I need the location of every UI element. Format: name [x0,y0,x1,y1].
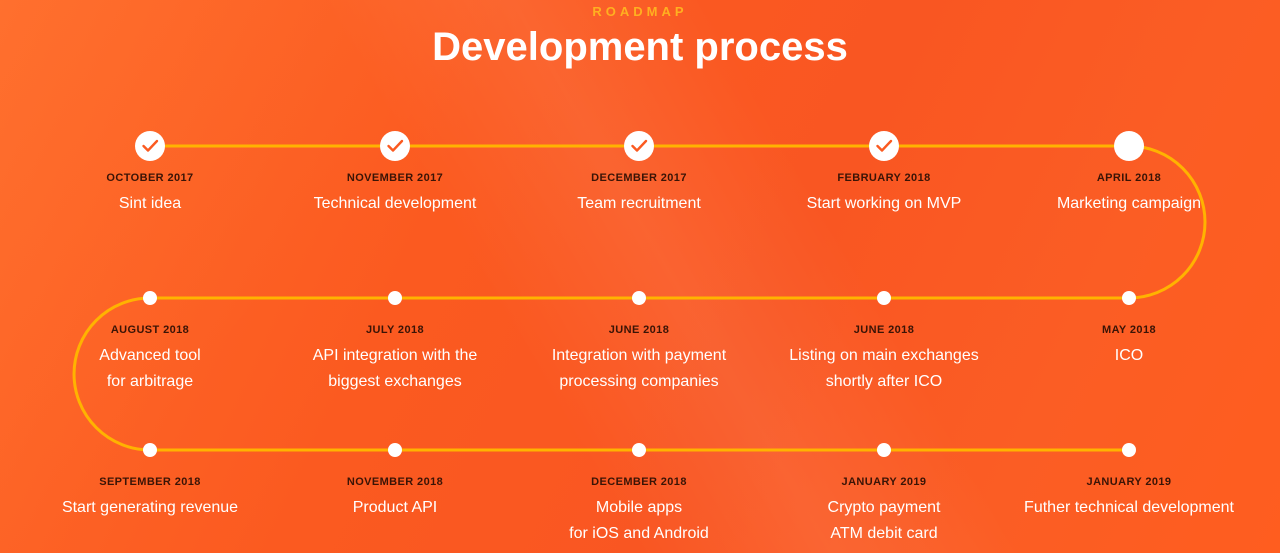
milestone-title: Product API [352,499,438,516]
milestone-dot [877,443,891,457]
milestone-dot-small [1122,291,1136,305]
milestone-dot [1122,291,1136,305]
milestone-dot [380,131,410,161]
check-icon [631,139,648,152]
milestone-dot-small [632,291,646,305]
check-icon [387,139,404,152]
milestone-date: MAY 2018 [1102,324,1156,336]
milestone-dot [632,291,646,305]
check-icon [142,139,159,152]
milestone-dot [143,443,157,457]
milestone-dot [388,291,402,305]
check-icon [876,139,893,152]
milestone-dot [869,131,899,161]
milestone-dot [877,291,891,305]
milestone-date: JULY 2018 [365,324,425,336]
page-title: Development process [432,25,848,69]
milestone-subtitle: for arbitrage [106,373,194,390]
milestone-date: AUGUST 2018 [110,324,190,336]
roadmap-eyebrow: ROADMAP [592,4,688,19]
milestone-dot-large [1114,131,1144,161]
milestone-dot [135,131,165,161]
milestone-date: APRIL 2018 [1096,172,1162,184]
milestone-title: Listing on main exchanges [789,347,979,364]
milestone-subtitle: for iOS and Android [569,525,709,542]
milestone-title: Start generating revenue [61,499,239,516]
milestone-dot-small [143,443,157,457]
milestone-title: Marketing campaign [1056,195,1202,212]
milestone-title: API integration with the [312,347,478,364]
milestone-title: Technical development [313,195,477,212]
milestone-dot-small [877,291,891,305]
milestone-dot-small [1122,443,1136,457]
milestone-dot-small [143,291,157,305]
milestone-title: Integration with payment [551,347,727,364]
milestone-date: NOVEMBER 2017 [346,172,444,184]
milestone-date: FEBRUARY 2018 [837,172,931,184]
milestone-title: Futher technical development [1024,499,1234,516]
milestone-title: Sint idea [118,195,182,212]
milestone-date: OCTOBER 2017 [106,172,194,184]
milestone-dot [388,443,402,457]
milestone-title: Start working on MVP [806,195,962,212]
milestone-dot [632,443,646,457]
milestone-date: JANUARY 2019 [841,476,927,488]
milestone-date: JANUARY 2019 [1086,476,1172,488]
milestone-date: JUNE 2018 [608,324,670,336]
milestone-dots [135,131,1144,457]
milestone-title: Team recruitment [577,195,701,212]
milestone-dot [1114,131,1144,161]
milestone-subtitle: biggest exchanges [328,373,462,390]
milestone-title: ICO [1114,347,1144,364]
milestone-subtitle: processing companies [559,373,719,390]
milestone-dot-small [632,443,646,457]
milestone-date: NOVEMBER 2018 [346,476,444,488]
milestone-title: Advanced tool [99,347,201,364]
milestone-subtitle: ATM debit card [830,525,938,542]
milestone-dot-large [135,131,165,161]
milestone-title: Mobile apps [595,499,683,516]
milestone-dot-small [388,291,402,305]
milestone-dot-small [877,443,891,457]
milestone-dot [1122,443,1136,457]
milestone-dot [143,291,157,305]
milestone-date: SEPTEMBER 2018 [99,476,201,488]
milestone-subtitle: shortly after ICO [825,373,943,390]
milestone-date: DECEMBER 2018 [591,476,687,488]
milestone-dot-large [380,131,410,161]
milestone-date: DECEMBER 2017 [591,172,687,184]
milestone-dot-large [624,131,654,161]
milestone-dot-small [388,443,402,457]
milestone-dot [624,131,654,161]
milestone-dot-large [869,131,899,161]
milestone-title: Crypto payment [827,499,941,516]
milestone-date: JUNE 2018 [853,324,915,336]
